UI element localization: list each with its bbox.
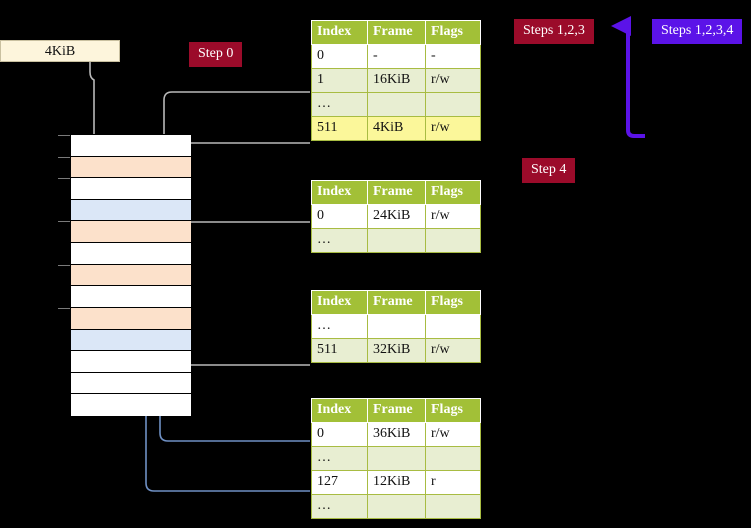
connector-pdpt-row0: [166, 221, 310, 260]
table-cell-frame: 36KiB: [367, 422, 426, 447]
table-cell-flags: [425, 228, 481, 253]
memory-frame-row[interactable]: [58, 307, 191, 330]
memory-row-tick: [58, 307, 70, 309]
table-cell-frame: [367, 314, 426, 339]
table-cell-flags: [425, 494, 481, 519]
table-cell-frame: [367, 228, 426, 253]
badge-step-0: Step 0: [189, 42, 243, 67]
table-cell-frame: 32KiB: [367, 338, 426, 363]
memory-row-tick: [58, 221, 70, 223]
column-header-index: Index: [311, 398, 368, 423]
column-header-index: Index: [311, 20, 368, 45]
table-cell-flags: [425, 446, 481, 471]
table-cell-frame: -: [367, 44, 426, 69]
column-header-flags: Flags: [425, 180, 481, 205]
table-row[interactable]: …: [311, 446, 481, 471]
table-cell-frame: [367, 446, 426, 471]
table-cell-index: 0: [311, 422, 368, 447]
table-cell-flags: r/w: [425, 116, 481, 141]
badge-steps-123: Steps 1,2,3: [514, 19, 594, 44]
memory-row-tick: [58, 264, 70, 266]
table-cell-frame: 24KiB: [367, 204, 426, 229]
table-cell-frame: 4KiB: [367, 116, 426, 141]
table-cell-flags: -: [425, 44, 481, 69]
table-cell-flags: r/w: [425, 422, 481, 447]
table-cell-flags: r/w: [425, 204, 481, 229]
table-cell-flags: r/w: [425, 68, 481, 93]
table-cell-index: 0: [311, 44, 368, 69]
table-cell-index: …: [311, 92, 368, 117]
column-header-frame: Frame: [367, 290, 426, 315]
table-cell-index: 127: [311, 470, 368, 495]
table-cell-flags: [425, 92, 481, 117]
table-cell-flags: [425, 314, 481, 339]
memory-frame-row[interactable]: [58, 221, 191, 244]
memory-frame-row[interactable]: [71, 199, 191, 222]
table-cell-index: 511: [311, 116, 368, 141]
badge-step-4: Step 4: [522, 158, 576, 183]
table-cell-flags: r/w: [425, 338, 481, 363]
table-cell-flags: r: [425, 470, 481, 495]
connector-pd-row511: [168, 314, 310, 366]
memory-frame-row[interactable]: [58, 178, 191, 200]
column-header-frame: Frame: [367, 20, 426, 45]
memory-frame-row[interactable]: [71, 372, 191, 395]
table-cell-frame: [367, 92, 426, 117]
memory-frame-row[interactable]: [71, 286, 191, 308]
connector-pml4-row511: [166, 142, 310, 160]
table-cell-index: …: [311, 228, 368, 253]
column-header-frame: Frame: [367, 398, 426, 423]
table-cell-frame: 12KiB: [367, 470, 426, 495]
memory-frame-row[interactable]: [58, 135, 191, 157]
memory-row-tick: [58, 135, 70, 136]
table-cell-index: 511: [311, 338, 368, 363]
table-cell-frame: 16KiB: [367, 68, 426, 93]
memory-frame-row[interactable]: [58, 264, 191, 287]
column-header-index: Index: [311, 290, 368, 315]
table-row[interactable]: 0--: [311, 44, 481, 69]
memory-frame-row[interactable]: [71, 351, 191, 373]
memory-row-tick: [58, 178, 70, 180]
table-cell-index: 1: [311, 68, 368, 93]
table-row[interactable]: …: [311, 92, 481, 117]
column-header-flags: Flags: [425, 398, 481, 423]
column-header-flags: Flags: [425, 290, 481, 315]
table-cell-index: …: [311, 494, 368, 519]
table-cell-frame: [367, 494, 426, 519]
table-cell-index: 0: [311, 204, 368, 229]
table-row[interactable]: …: [311, 314, 481, 339]
memory-row-tick: [58, 156, 70, 158]
badge-steps-1234: Steps 1,2,3,4: [652, 19, 743, 44]
memory-frame-row[interactable]: [71, 329, 191, 352]
column-header-flags: Flags: [425, 20, 481, 45]
memory-frame-row[interactable]: [71, 394, 191, 416]
connector-steps-loop: [611, 16, 645, 138]
table-cell-index: …: [311, 314, 368, 339]
table-row[interactable]: …: [311, 228, 481, 253]
frame-size-box: 4KiB: [0, 40, 120, 62]
memory-frame-row[interactable]: [58, 156, 191, 179]
column-header-frame: Frame: [367, 180, 426, 205]
table-row[interactable]: …: [311, 494, 481, 519]
column-header-index: Index: [311, 180, 368, 205]
physical-memory-column: [58, 134, 191, 416]
table-cell-index: …: [311, 446, 368, 471]
memory-frame-row[interactable]: [71, 243, 191, 265]
